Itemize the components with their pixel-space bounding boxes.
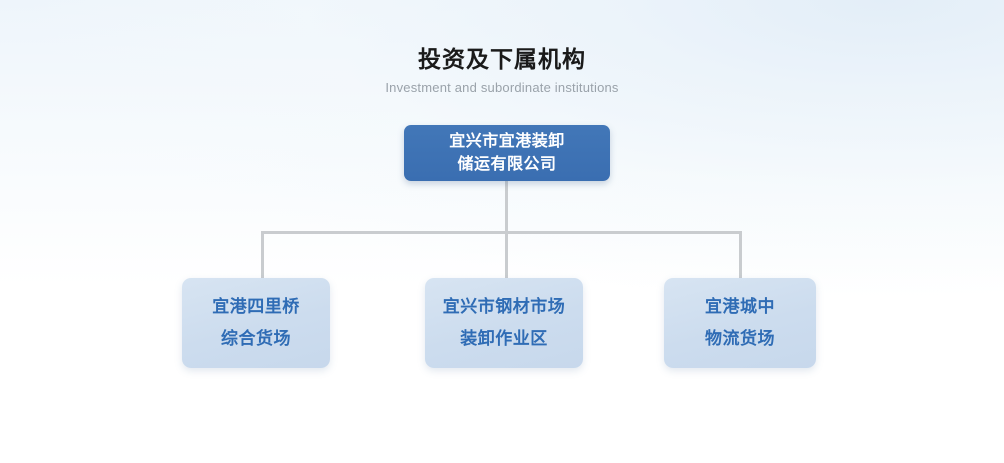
connector-horizontal-bus [261, 231, 742, 234]
org-node-child-1-label: 宜兴市钢材市场 装卸作业区 [443, 291, 566, 355]
connector-drop-left [261, 231, 264, 279]
org-node-child-1-line-2: 装卸作业区 [460, 329, 548, 348]
page-subtitle: Investment and subordinate institutions [385, 80, 619, 95]
org-node-child-2-label: 宜港城中 物流货场 [705, 291, 775, 355]
org-node-child-2[interactable]: 宜港城中 物流货场 [664, 278, 816, 368]
org-node-child-0-line-2: 综合货场 [221, 329, 291, 348]
org-node-child-2-line-2: 物流货场 [705, 329, 775, 348]
connector-drop-center [505, 231, 508, 279]
connector-drop-right [739, 231, 742, 279]
org-node-root-line-2: 储运有限公司 [457, 156, 557, 173]
org-node-child-0[interactable]: 宜港四里桥 综合货场 [182, 278, 330, 368]
org-node-child-2-line-1: 宜港城中 [705, 297, 775, 316]
page-title: 投资及下属机构 [418, 46, 586, 72]
org-node-root-line-1: 宜兴市宜港装卸 [449, 133, 565, 150]
org-node-root[interactable]: 宜兴市宜港装卸 储运有限公司 [404, 125, 610, 181]
connector-root-stem [505, 181, 508, 233]
org-node-child-1-line-1: 宜兴市钢材市场 [442, 297, 566, 316]
chart-heading: 投资及下属机构 Investment and subordinate insti… [0, 44, 1004, 96]
org-node-child-0-label: 宜港四里桥 综合货场 [212, 291, 300, 355]
org-node-root-label: 宜兴市宜港装卸 储运有限公司 [449, 130, 565, 176]
org-node-child-0-line-1: 宜港四里桥 [212, 297, 300, 316]
org-node-child-1[interactable]: 宜兴市钢材市场 装卸作业区 [425, 278, 583, 368]
